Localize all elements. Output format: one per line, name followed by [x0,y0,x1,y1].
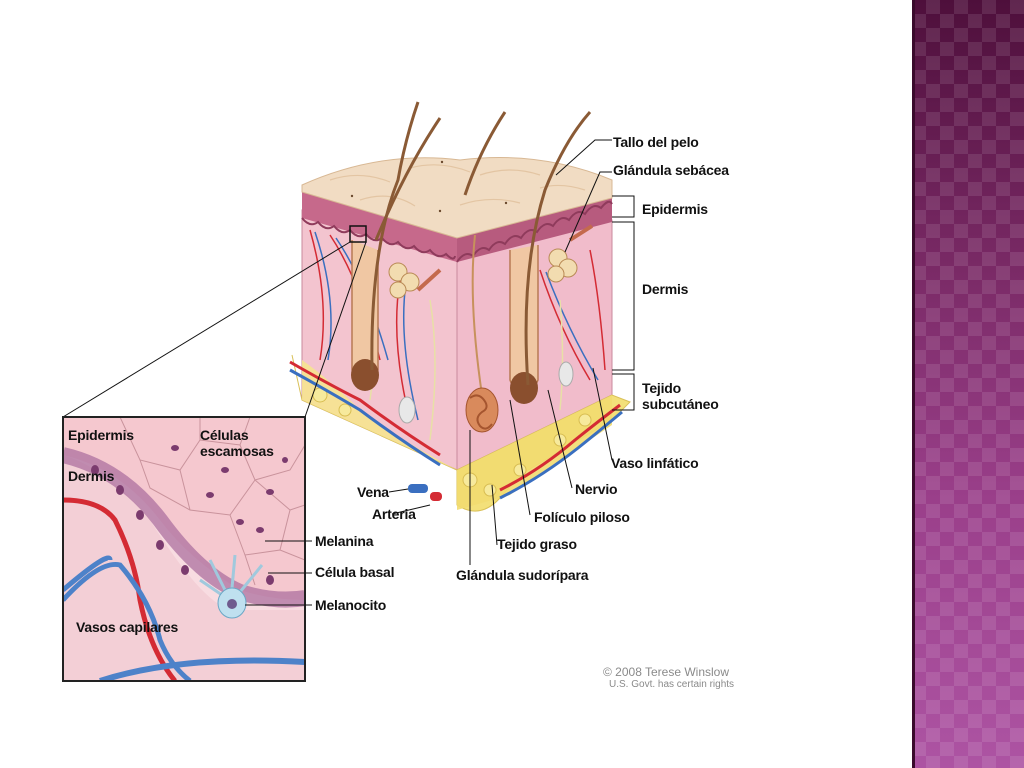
inset-melanocyte [199,554,264,619]
artery-vessel [289,360,441,457]
credit-line-2: U.S. Govt. has certain rights [609,679,735,690]
hair-follicle-right [509,245,539,404]
sweat-duct [471,234,483,396]
label-fat-tissue: Tejido graso [497,536,577,552]
skin-cross-section-diagram [62,101,635,682]
label-sebaceous-gland: Glándula sebácea [613,162,729,178]
inset-frame [62,416,306,682]
label-hair-shaft: Tallo del pelo [613,134,699,150]
label-lymph-vessel: Vaso linfático [611,455,699,471]
skin-block [289,101,631,512]
sebaceous-gland-right [547,248,578,283]
hair-follicle-left [351,240,379,391]
label-nerve: Nervio [575,481,618,497]
label-dermis: Dermis [642,281,689,297]
hair-shaft-4 [524,111,592,386]
inset-label-capillaries: Vasos capilares [76,619,179,635]
hair-shaft-3 [463,111,507,196]
label-sweat-gland: Glándula sudorípara [456,567,589,583]
epidermis-front-band [302,192,457,262]
inset-label-basal-cell: Célula basal [315,564,395,580]
label-artery: Arteria [372,506,416,522]
inset-label-dermis: Dermis [68,468,115,484]
label-vein: Vena [357,484,389,500]
inset-capillary-blue [63,555,192,681]
side-band-edge [912,0,915,768]
leader-lines [245,139,635,606]
decorative-side-band [912,0,1024,768]
vein-vessel [289,368,441,467]
sweat-gland-coil [465,387,499,433]
inset-squamous-cells [119,417,305,586]
inset-label-melanocyte: Melanocito [315,597,387,613]
hair-shaft-2 [374,117,442,241]
vein-stub [408,484,428,493]
skin-surface-top [301,157,613,239]
label-hair-follicle: Folículo piloso [534,509,630,525]
label-subcutaneous: Tejido subcutáneo [642,380,719,412]
inset-label-squamous-cells: Células escamosas [200,427,274,459]
inset-source-box [349,225,367,243]
inset-magnified-view [63,417,305,681]
credit-line-1: © 2008 Terese Winslow [603,665,730,679]
sebaceous-gland-left [388,262,420,299]
inset-label-epidermis: Epidermis [68,427,134,443]
hair-shaft-1 [370,101,420,371]
inset-cell-nuclei [91,445,288,585]
label-epidermis: Epidermis [642,201,708,217]
inset-capillary-red [63,497,177,681]
artery-stub [430,492,442,501]
inset-label-melanin: Melanina [315,533,374,549]
